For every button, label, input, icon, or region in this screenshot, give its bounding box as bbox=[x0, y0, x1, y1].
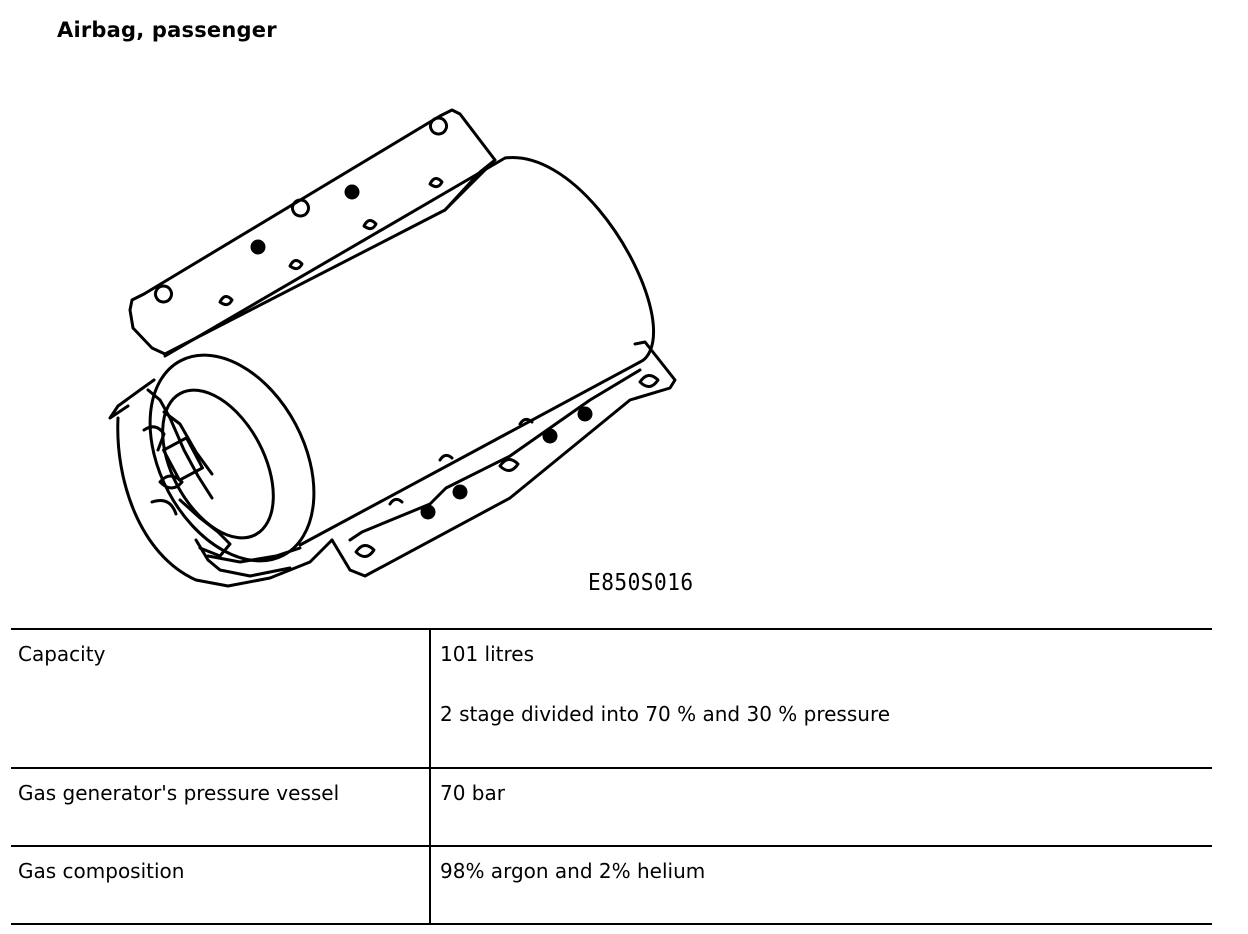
cylinder-body bbox=[163, 156, 655, 547]
table-row: Gas generator's pressure vessel 70 bar bbox=[11, 767, 1212, 846]
airbag-illustration bbox=[100, 100, 720, 600]
spec-label: Gas composition bbox=[11, 845, 431, 925]
page-title: Airbag, passenger bbox=[57, 18, 277, 42]
lower-mounting-flange bbox=[330, 340, 677, 578]
spec-value-line: 2 stage divided into 70 % and 30 % press… bbox=[440, 702, 891, 726]
table-row: Gas composition 98% argon and 2% helium bbox=[11, 845, 1212, 925]
spec-label: Capacity bbox=[11, 628, 431, 768]
figure-code: E850S016 bbox=[588, 570, 694, 596]
spec-value-line: 98% argon and 2% helium bbox=[440, 859, 706, 883]
spec-value: 98% argon and 2% helium bbox=[430, 845, 1212, 925]
cylinder-end-cap bbox=[148, 353, 316, 563]
spec-value: 70 bar bbox=[430, 767, 1212, 846]
upper-mounting-flange bbox=[128, 108, 497, 356]
spec-value: 101 litres 2 stage divided into 70 % and… bbox=[430, 628, 1212, 768]
spec-label: Gas generator's pressure vessel bbox=[11, 767, 431, 846]
spec-table: Capacity 101 litres 2 stage divided into… bbox=[11, 628, 1212, 925]
table-row: Capacity 101 litres 2 stage divided into… bbox=[11, 628, 1212, 768]
spec-value-line: 70 bar bbox=[440, 781, 505, 805]
spec-value-line: 101 litres bbox=[440, 642, 534, 666]
